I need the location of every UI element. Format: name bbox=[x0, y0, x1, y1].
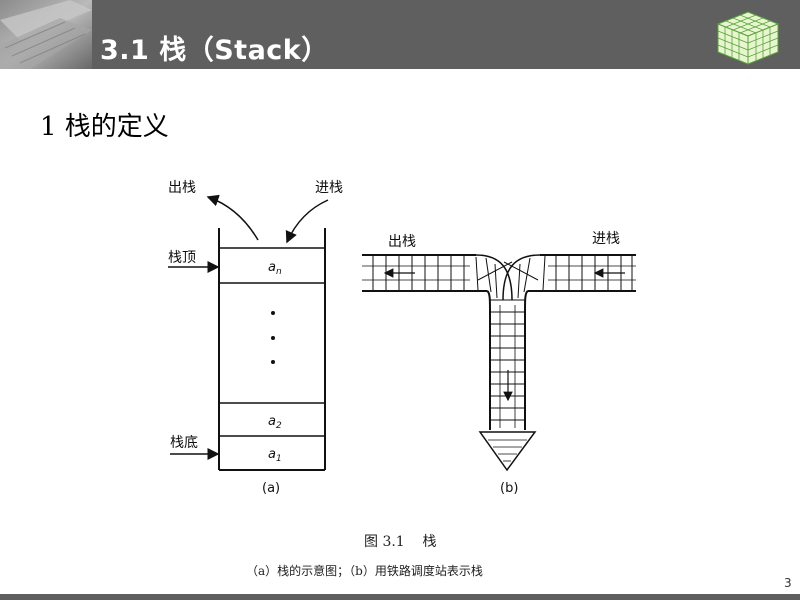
label-pop-b: 出栈 bbox=[388, 234, 416, 250]
stack-diagram-a: an a2 a1 出栈 进栈 栈顶 栈底 (a) bbox=[168, 180, 343, 496]
label-stack-bottom: 栈底 bbox=[170, 435, 198, 451]
label-push-a: 进栈 bbox=[315, 180, 343, 196]
pop-arrow bbox=[206, 194, 259, 241]
railway-diagram-b: 出栈 进栈 (b) bbox=[362, 231, 636, 496]
ellipsis-dot bbox=[271, 360, 275, 364]
ellipsis-dot bbox=[271, 311, 275, 315]
figure-caption: 图 3.1 栈 bbox=[364, 534, 437, 550]
sub-label-b: (b) bbox=[500, 481, 518, 496]
label-pop-a: 出栈 bbox=[168, 180, 196, 196]
spur-end-arrow bbox=[478, 431, 537, 472]
page-number: 3 bbox=[784, 576, 792, 590]
cell-a2: a2 bbox=[268, 414, 282, 431]
label-push-b: 进栈 bbox=[592, 231, 620, 247]
cell-a1: a1 bbox=[268, 447, 282, 464]
push-arrow bbox=[285, 199, 329, 244]
slide-title: 3.1 栈（Stack） bbox=[100, 35, 329, 66]
footer-bar bbox=[0, 594, 800, 600]
keyboard-photo bbox=[0, 0, 92, 69]
figure-subcaption: （a）栈的示意图；（b）用铁路调度站表示栈 bbox=[246, 564, 483, 578]
label-stack-top: 栈顶 bbox=[168, 250, 196, 266]
cube-logo-icon bbox=[716, 11, 780, 65]
slide-header: 3.1 栈（Stack） bbox=[0, 0, 800, 69]
cell-an: an bbox=[268, 260, 282, 277]
sub-label-a: (a) bbox=[262, 481, 280, 496]
ellipsis-dot bbox=[271, 336, 275, 340]
section-heading: 1 栈的定义 bbox=[40, 112, 169, 142]
